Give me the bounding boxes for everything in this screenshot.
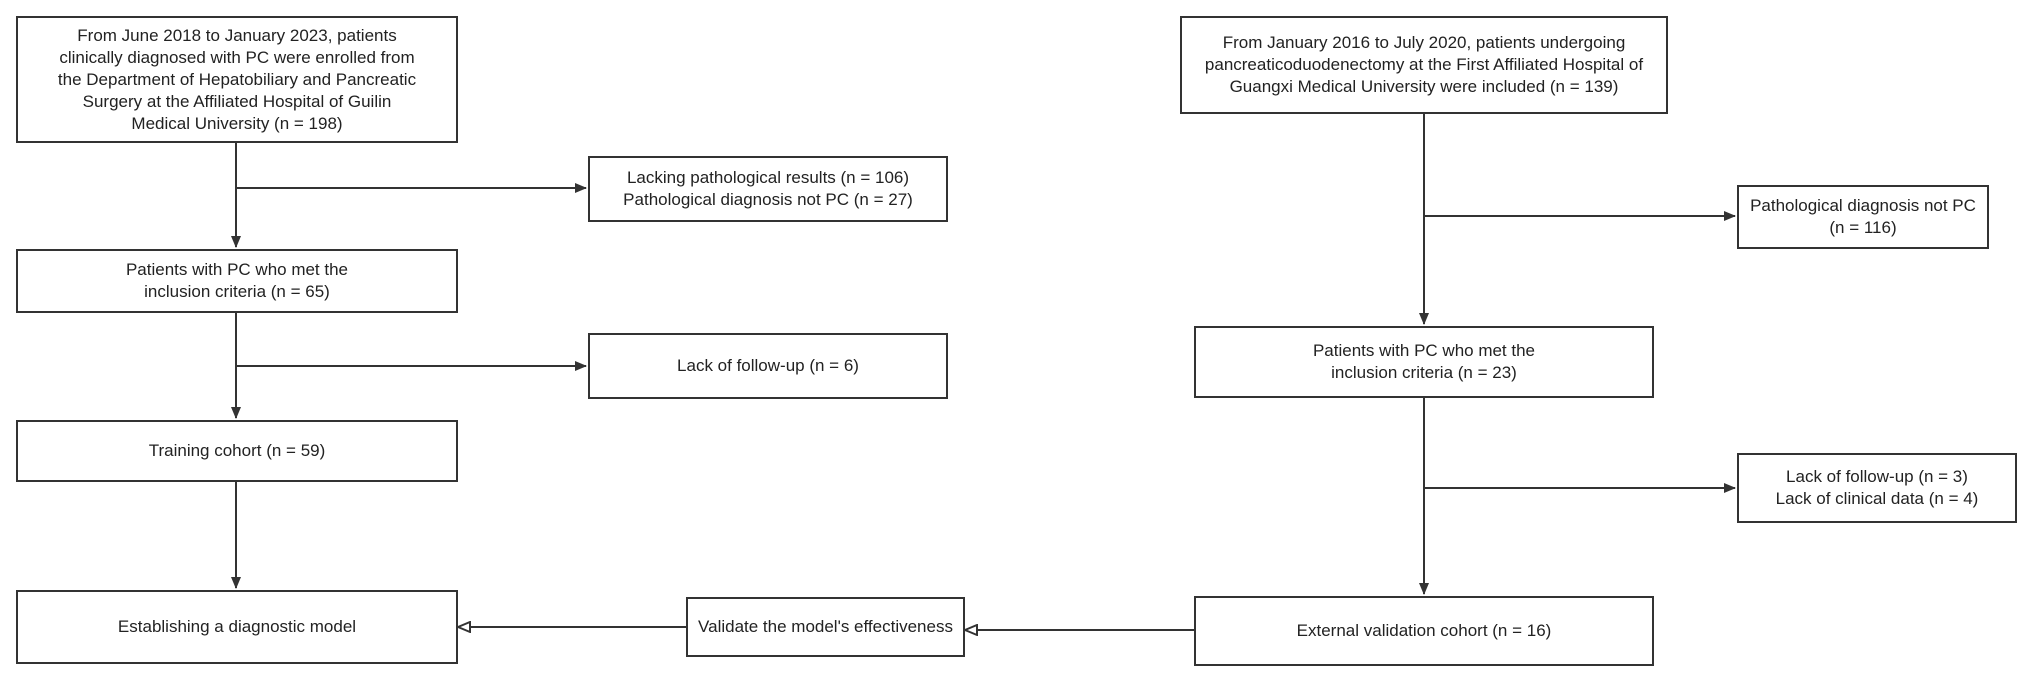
right-inclusion-box: Patients with PC who met the inclusion c…	[1194, 326, 1654, 398]
right-enrollment-text: From January 2016 to July 2020, patients…	[1204, 33, 1644, 96]
right-exclusion-box-1: Pathological diagnosis not PC (n = 116)	[1737, 185, 1989, 249]
external-validation-text: External validation cohort (n = 16)	[1296, 621, 1552, 640]
left-exclusion-text-2: Lack of follow-up (n = 6)	[677, 356, 859, 375]
left-inclusion-text: Patients with PC who met the inclusion c…	[125, 260, 349, 301]
left-exclusion-text-1: Lacking pathological results (n = 106) P…	[623, 168, 913, 209]
right-exclusion-text-2: Lack of follow-up (n = 3) Lack of clinic…	[1775, 467, 1979, 508]
right-enrollment-box: From January 2016 to July 2020, patients…	[1180, 16, 1668, 114]
right-inclusion-text: Patients with PC who met the inclusion c…	[1312, 341, 1536, 382]
training-cohort-text: Training cohort (n = 59)	[148, 441, 326, 460]
validate-model-text: Validate the model's effectiveness	[698, 617, 953, 636]
left-inclusion-box: Patients with PC who met the inclusion c…	[16, 249, 458, 313]
left-exclusion-box-2: Lack of follow-up (n = 6)	[588, 333, 948, 399]
left-enrollment-text: From June 2018 to January 2023, patients…	[57, 25, 417, 133]
left-enrollment-box: From June 2018 to January 2023, patients…	[16, 16, 458, 143]
right-exclusion-text-1: Pathological diagnosis not PC (n = 116)	[1750, 196, 1976, 237]
diagnostic-model-box: Establishing a diagnostic model	[16, 590, 458, 664]
right-exclusion-box-2: Lack of follow-up (n = 3) Lack of clinic…	[1737, 453, 2017, 523]
diagnostic-model-text: Establishing a diagnostic model	[117, 617, 357, 636]
external-validation-box: External validation cohort (n = 16)	[1194, 596, 1654, 666]
validate-model-box: Validate the model's effectiveness	[686, 597, 965, 657]
left-exclusion-box-1: Lacking pathological results (n = 106) P…	[588, 156, 948, 222]
training-cohort-box: Training cohort (n = 59)	[16, 420, 458, 482]
